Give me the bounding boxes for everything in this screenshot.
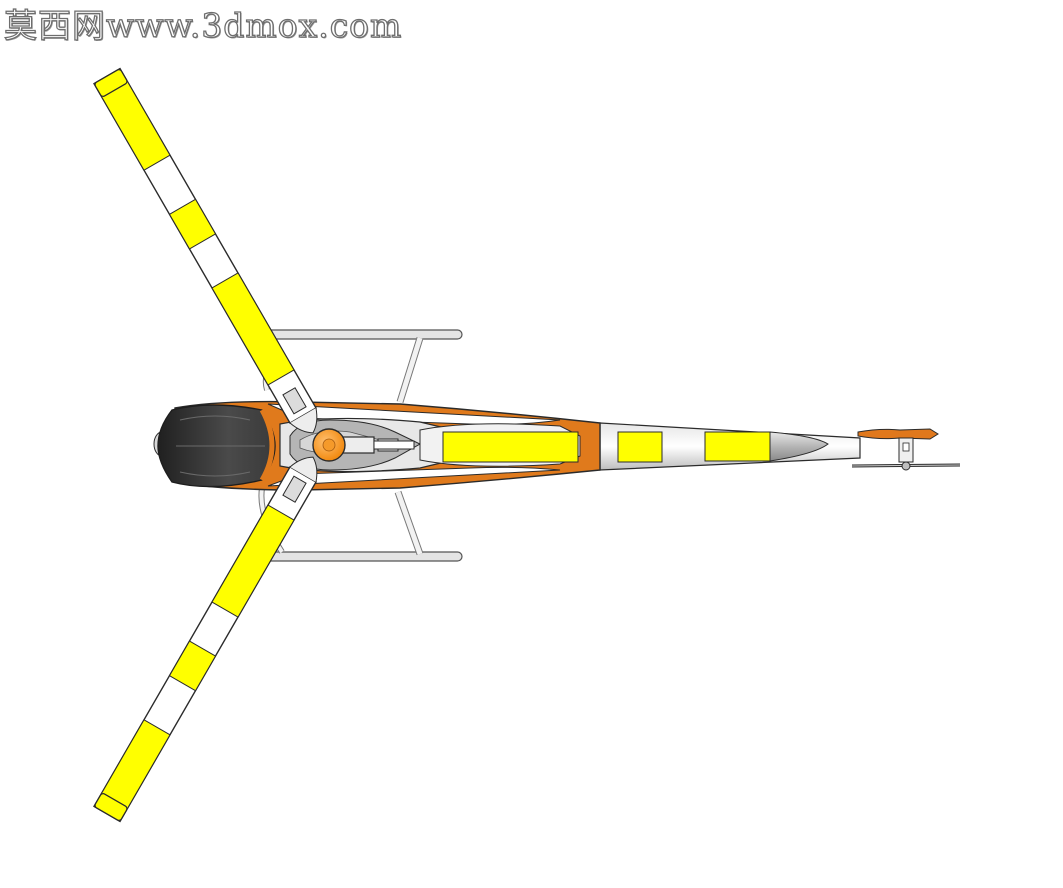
watermark: 莫西网www.3dmox.com bbox=[3, 5, 403, 45]
rotor-hub-icon bbox=[312, 428, 346, 462]
tail-boom bbox=[599, 422, 861, 471]
main-rotor-blade-upper bbox=[93, 67, 318, 434]
tail-rotor-icon bbox=[851, 428, 961, 471]
main-rotor-blade-lower bbox=[93, 456, 318, 823]
landing-skid-lower bbox=[243, 487, 463, 562]
